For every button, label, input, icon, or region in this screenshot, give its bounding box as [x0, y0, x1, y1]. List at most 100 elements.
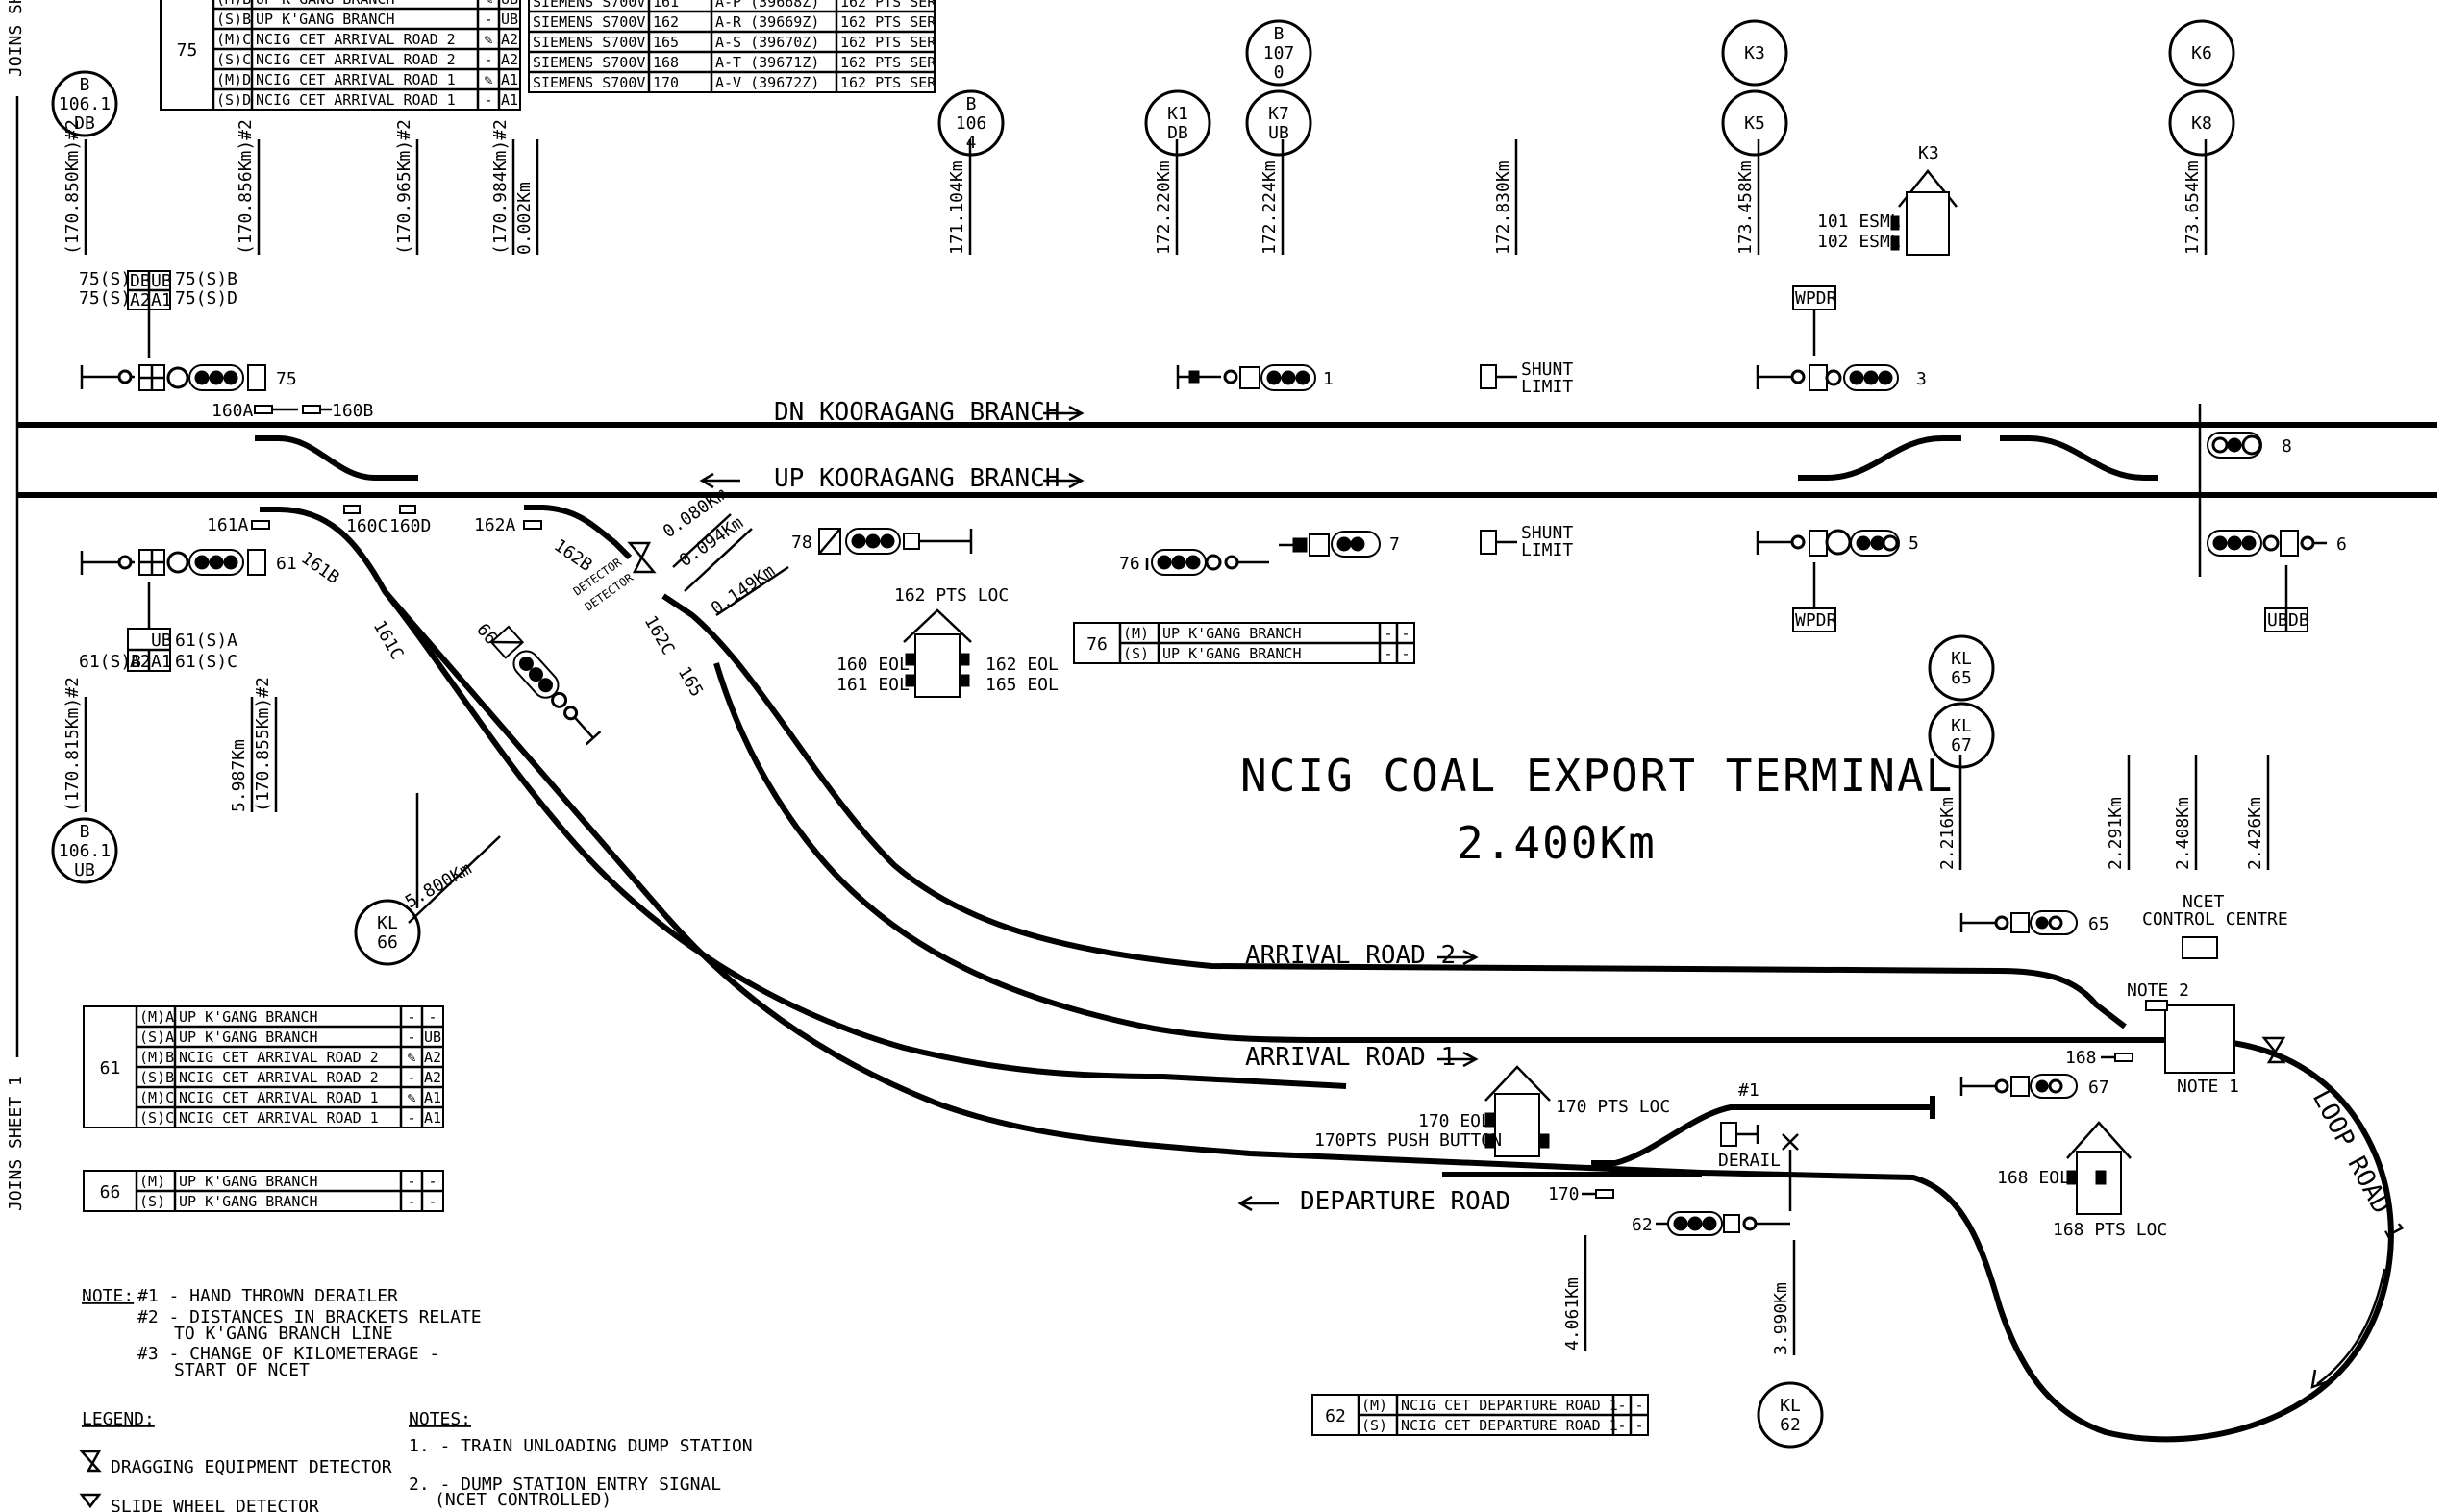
signal-6[interactable]: 6 — [2207, 530, 2347, 557]
svg-text:162 PTS SER: 162 PTS SER — [840, 54, 936, 71]
svg-text:NCIG CET ARRIVAL ROAD 2: NCIG CET ARRIVAL ROAD 2 — [256, 31, 456, 48]
svg-text:DB: DB — [1167, 123, 1188, 143]
svg-text:-: - — [484, 11, 492, 28]
signal-76[interactable]: 76 — [1119, 549, 1269, 576]
svg-text:61(S)A: 61(S)A — [175, 631, 237, 651]
svg-text:168: 168 — [2065, 1048, 2097, 1068]
signal-1[interactable]: 1 — [1176, 364, 1334, 391]
svg-text:62: 62 — [1780, 1415, 1801, 1435]
signal-65[interactable]: 65 — [1959, 910, 2109, 935]
svg-text:(S)C: (S)C — [216, 51, 251, 68]
svg-text:UP K'GANG BRANCH: UP K'GANG BRANCH — [1162, 625, 1302, 642]
wpdr-top: WPDR — [1792, 285, 1837, 356]
signal-78[interactable]: 78 — [791, 528, 973, 555]
route-table-66: 66(M)UP K'GANG BRANCH--(S)UP K'GANG BRAN… — [83, 1170, 444, 1212]
signal-5[interactable]: 5 — [1756, 529, 1919, 557]
svg-text:6: 6 — [2336, 534, 2347, 555]
svg-text:UB: UB — [151, 271, 172, 291]
signal-3[interactable]: 3 — [1756, 364, 1927, 391]
crossover-8 — [2000, 435, 2158, 481]
svg-text:66: 66 — [100, 1182, 121, 1202]
svg-text:-: - — [484, 51, 492, 68]
svg-text:61: 61 — [276, 554, 297, 574]
svg-text:A-S (39670Z): A-S (39670Z) — [715, 34, 819, 51]
svg-text:DB: DB — [74, 113, 95, 134]
svg-text:0: 0 — [1274, 62, 1285, 83]
svg-text:UB: UB — [1268, 123, 1289, 143]
svg-text:173.654Km: 173.654Km — [2183, 161, 2203, 255]
svg-text:67: 67 — [2088, 1078, 2109, 1098]
svg-text:1: 1 — [1323, 369, 1334, 389]
crossover-160 — [255, 435, 418, 481]
svg-text:NCIG CET ARRIVAL ROAD 2: NCIG CET ARRIVAL ROAD 2 — [179, 1069, 379, 1086]
loc-170: 170 EOL 170PTS PUSH BUTTON 170 PTS LOC — [1314, 1065, 1670, 1157]
km-marker: 0.149Km — [708, 560, 779, 619]
svg-text:A1: A1 — [501, 91, 518, 109]
svg-text:62: 62 — [1632, 1215, 1653, 1235]
svg-text:3.990Km: 3.990Km — [1771, 1282, 1791, 1355]
svg-text:(170.855Km)#2: (170.855Km)#2 — [253, 677, 273, 812]
label-dn-kooragang: DN KOORAGANG BRANCH — [774, 398, 1060, 427]
svg-text:UP K'GANG BRANCH: UP K'GANG BRANCH — [179, 1193, 318, 1210]
joins-sheet-bottom: JOINS SHEET 1 — [6, 1076, 26, 1211]
svg-text:A2: A2 — [424, 1049, 441, 1066]
svg-text:-: - — [1634, 1417, 1643, 1434]
label-arrival-road-2: ARRIVAL ROAD 2 — [1245, 941, 1456, 970]
svg-text:(M): (M) — [139, 1173, 165, 1190]
signal-7[interactable]: 7 — [1279, 531, 1400, 558]
svg-text:170: 170 — [1548, 1184, 1580, 1204]
svg-text:161 EOL: 161 EOL — [836, 675, 910, 695]
svg-text:K1: K1 — [1167, 104, 1188, 124]
svg-text:61(S)C: 61(S)C — [175, 652, 237, 672]
svg-text:161A: 161A — [207, 515, 249, 535]
svg-text:162C: 162C — [640, 612, 679, 658]
signal-75[interactable]: 75 — [80, 364, 297, 391]
svg-text:-: - — [407, 1029, 415, 1046]
svg-text:101 ESML: 101 ESML — [1817, 211, 1901, 232]
km-marker: 4.061Km — [1562, 1235, 1587, 1351]
svg-text:START OF NCET: START OF NCET — [174, 1360, 310, 1380]
svg-text:A1: A1 — [151, 652, 172, 672]
derail-1: #1 DERAIL — [1718, 1080, 1799, 1211]
svg-text:NOTE:: NOTE: — [82, 1286, 134, 1306]
svg-text:168 PTS LOC: 168 PTS LOC — [2053, 1220, 2167, 1240]
svg-text:170: 170 — [653, 74, 679, 91]
svg-text:SIEMENS S700V: SIEMENS S700V — [533, 74, 645, 91]
svg-text:(S): (S) — [139, 1193, 165, 1210]
svg-text:NCIG CET ARRIVAL ROAD 1: NCIG CET ARRIVAL ROAD 1 — [179, 1109, 379, 1127]
route-table-76: 76(M)UP K'GANG BRANCH--(S)UP K'GANG BRAN… — [1073, 622, 1415, 664]
svg-text:2.408Km: 2.408Km — [2173, 797, 2193, 870]
svg-text:2.216Km: 2.216Km — [1937, 797, 1958, 870]
svg-text:KL: KL — [1951, 649, 1972, 669]
svg-text:2. - DUMP STATION ENTRY SIGNAL: 2. - DUMP STATION ENTRY SIGNAL — [409, 1475, 721, 1495]
svg-text:A2: A2 — [501, 31, 518, 48]
signal-8[interactable]: 8 — [2198, 404, 2292, 577]
svg-text:7: 7 — [1389, 534, 1400, 555]
svg-text:(M)C: (M)C — [216, 31, 251, 48]
svg-text:DB: DB — [2288, 610, 2309, 631]
svg-text:✎: ✎ — [407, 1089, 415, 1106]
svg-text:(S)C: (S)C — [139, 1109, 174, 1127]
svg-text:UB: UB — [501, 0, 518, 8]
svg-text:168 EOL: 168 EOL — [1997, 1168, 2070, 1188]
svg-text:A-P (39668Z): A-P (39668Z) — [715, 0, 819, 11]
joins-sheet-top: JOINS SHEET — [6, 0, 26, 77]
signal-67[interactable]: 67 — [1959, 1074, 2109, 1099]
svg-text:B: B — [80, 822, 90, 842]
km-marker: (170.984Km)#2 — [490, 119, 515, 255]
km-marker: 2.408Km — [2173, 755, 2198, 870]
svg-text:A-T (39671Z): A-T (39671Z) — [715, 54, 819, 71]
signal-61[interactable]: 61 — [80, 549, 297, 576]
signal-66[interactable] — [489, 625, 602, 746]
signal-62[interactable]: 62 — [1632, 1211, 1790, 1236]
svg-text:172.220Km: 172.220Km — [1154, 161, 1174, 255]
svg-text:78: 78 — [791, 533, 812, 553]
svg-text:(170.815Km)#2: (170.815Km)#2 — [62, 677, 83, 812]
km-marker: 173.654Km — [2183, 139, 2208, 255]
svg-text:(M)D: (M)D — [216, 71, 251, 88]
km-marker: 0.002Km — [514, 139, 539, 255]
